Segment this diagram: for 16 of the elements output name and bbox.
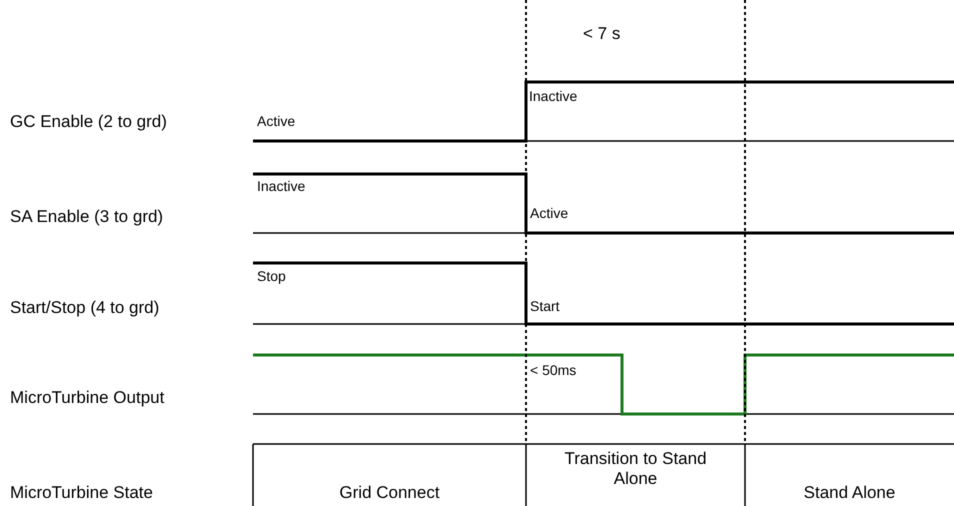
state-name: Grid Connect: [338, 483, 441, 503]
state-label: Start: [530, 298, 560, 314]
state-label: Stop: [257, 268, 286, 284]
signal-name: GC Enable (2 to grd): [10, 112, 167, 132]
state-label: Inactive: [257, 178, 306, 194]
signal-name: Start/Stop (4 to grd): [10, 298, 160, 318]
signal-name: SA Enable (3 to grd): [10, 207, 164, 227]
time-annotation: < 7 s: [583, 24, 620, 44]
state-label: Inactive: [529, 88, 578, 104]
state-label: Active: [257, 113, 296, 130]
signal-name: MicroTurbine State: [10, 483, 153, 503]
time-annotation: < 50ms: [530, 362, 576, 378]
state-name: Transition to Stand Alone: [563, 449, 708, 488]
state-label: Active: [530, 205, 568, 222]
signal-name: MicroTurbine Output: [10, 388, 164, 408]
state-name: Stand Alone: [802, 483, 896, 503]
